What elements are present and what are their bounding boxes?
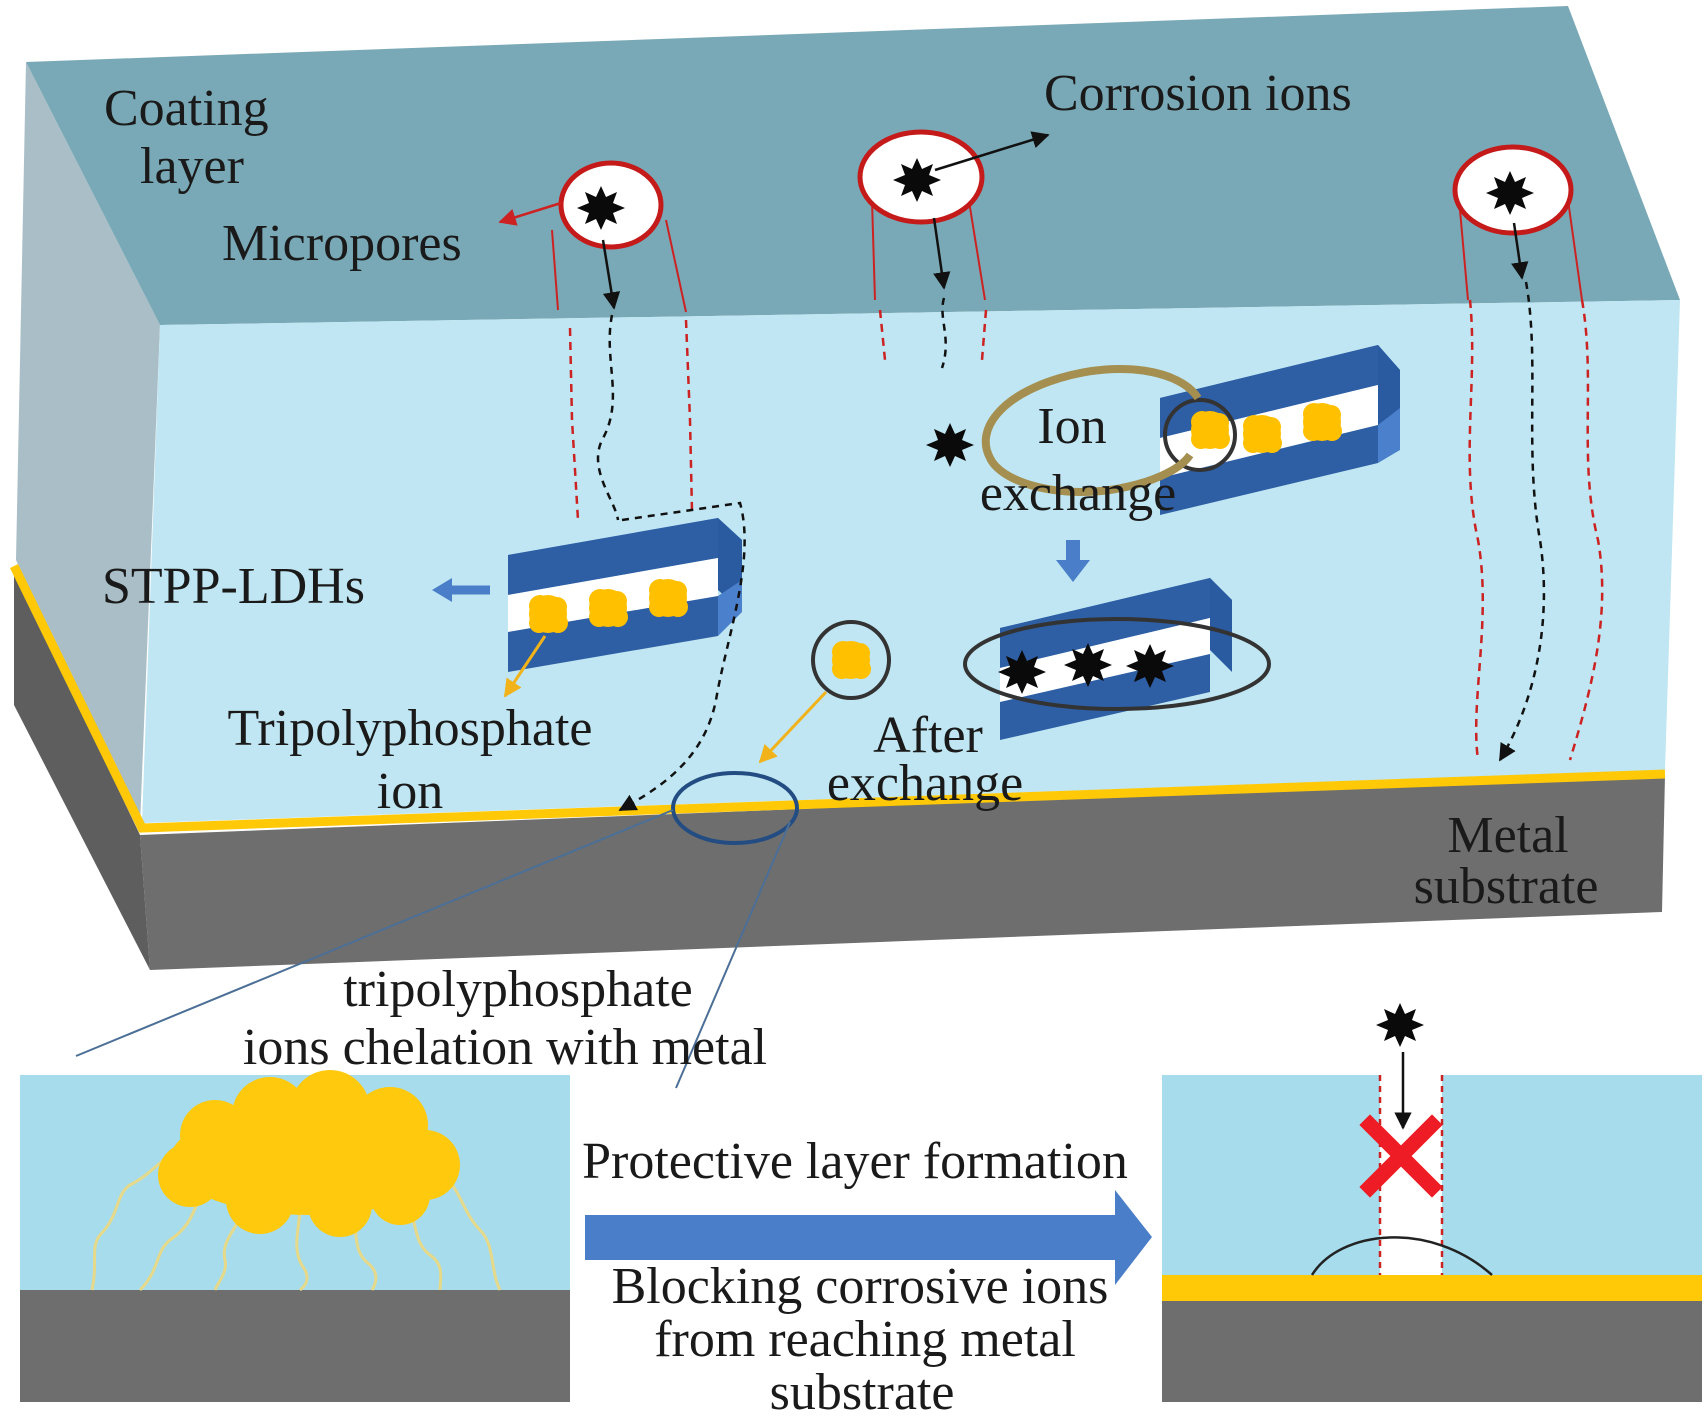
svg-text:substrate: substrate xyxy=(1414,858,1599,915)
label-tripolyphosphate-ion: Tripolyphosphate ion xyxy=(228,700,593,820)
svg-text:from reaching metal: from reaching metal xyxy=(654,1311,1076,1368)
label-ion-exchange: Ion exchange xyxy=(980,398,1176,522)
protective-layer-arrow xyxy=(585,1190,1152,1285)
svg-text:ions chelation with metal: ions chelation with metal xyxy=(243,1019,767,1076)
svg-text:Metal: Metal xyxy=(1447,807,1568,864)
corrosion-ions-pointer-arrow xyxy=(934,131,1050,172)
zoom-line-left xyxy=(75,809,674,1057)
exchange-down-arrow xyxy=(1056,540,1090,582)
ldh-dashed-ion-path xyxy=(618,501,746,812)
coating-block xyxy=(9,6,1680,970)
stpp-ldh-left xyxy=(508,518,742,672)
svg-text:Coating: Coating xyxy=(104,80,269,137)
micropores-pointer-arrow xyxy=(498,201,562,226)
blocked-panel xyxy=(1162,1003,1702,1402)
label-protective-layer-formation: Protective layer formation xyxy=(582,1133,1128,1190)
zoom-line-right xyxy=(675,821,791,1089)
zoom-ellipse xyxy=(671,771,799,845)
label-coating-layer: Coating layer xyxy=(104,80,269,195)
label-corrosion-ions: Corrosion ions xyxy=(1044,65,1352,122)
svg-text:After: After xyxy=(873,707,983,764)
svg-text:exchange: exchange xyxy=(980,465,1176,522)
stpp-ldhs-arrowhead xyxy=(432,578,452,602)
label-micropores: Micropores xyxy=(222,215,462,272)
svg-text:Ion: Ion xyxy=(1037,398,1106,455)
protective-film xyxy=(9,564,1666,833)
svg-text:layer: layer xyxy=(140,138,244,195)
micropore-2 xyxy=(857,129,988,369)
metal-substrate-front xyxy=(140,775,1665,970)
red-cross-icon xyxy=(1359,1114,1443,1198)
label-stpp-ldhs: STPP-LDHs xyxy=(102,558,365,615)
label-after-exchange: After exchange xyxy=(827,707,1023,812)
chelation-panel xyxy=(20,1070,570,1402)
svg-text:ion: ion xyxy=(377,763,443,820)
released-ion-arrow xyxy=(758,690,828,764)
tripolyphosphate-release-arrow xyxy=(503,635,547,698)
svg-text:Blocking corrosive ions: Blocking corrosive ions xyxy=(612,1258,1109,1315)
ion-exchange-loop xyxy=(981,365,1202,496)
micropore-1 xyxy=(551,160,694,521)
svg-text:exchange: exchange xyxy=(827,755,1023,812)
chelated-ion-cluster xyxy=(158,1070,460,1237)
coating-top-face xyxy=(26,6,1680,325)
svg-text:tripolyphosphate: tripolyphosphate xyxy=(343,961,693,1018)
micropore-3 xyxy=(1452,144,1604,762)
label-blocking: Blocking corrosive ions from reaching me… xyxy=(612,1258,1109,1417)
label-chelation: tripolyphosphate ions chelation with met… xyxy=(243,961,767,1076)
svg-text:substrate: substrate xyxy=(770,1364,955,1417)
label-metal-substrate: Metal substrate xyxy=(1414,807,1599,915)
stpp-ldh-top-right xyxy=(1160,345,1400,515)
blocked-corrosion-ion xyxy=(1376,1003,1424,1047)
stpp-ldh-after-exchange xyxy=(963,578,1271,740)
metal-substrate-side xyxy=(14,570,150,970)
svg-text:Tripolyphosphate: Tripolyphosphate xyxy=(228,700,593,757)
released-tripolyphosphate-ion xyxy=(811,620,891,700)
